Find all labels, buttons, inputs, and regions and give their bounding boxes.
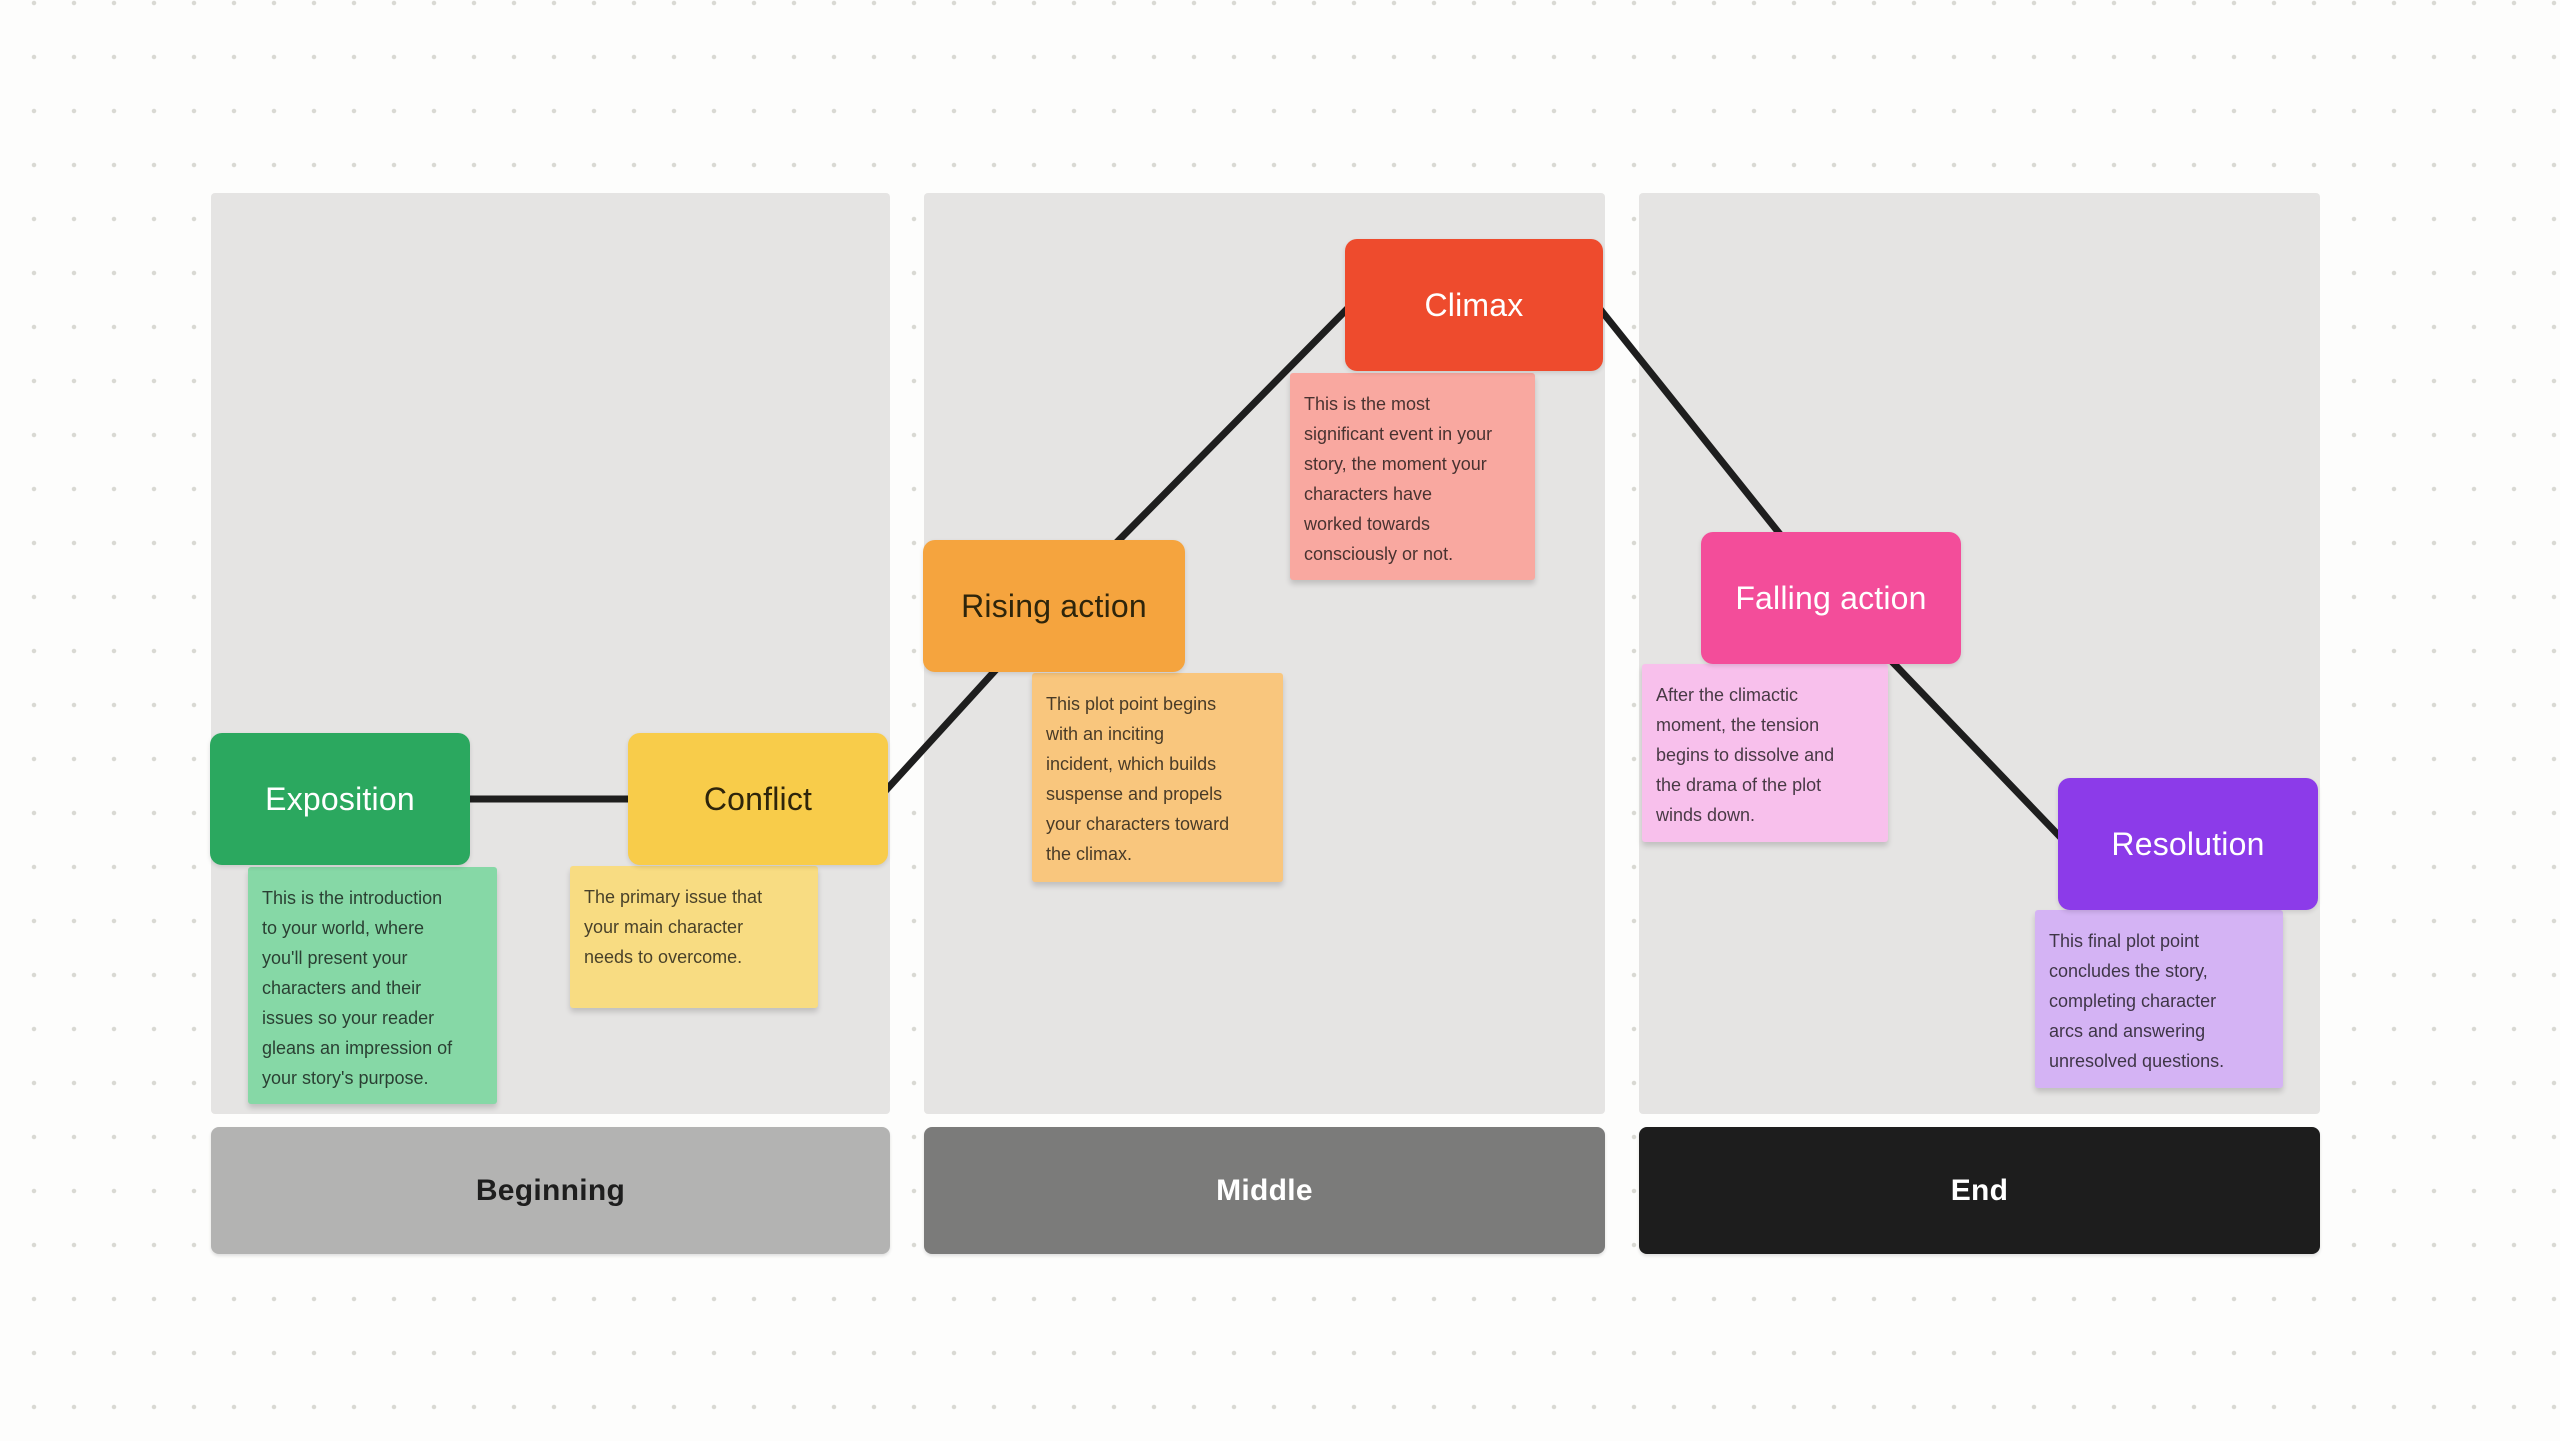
section-bar-end-label: End xyxy=(1950,1173,2009,1207)
note-conflict[interactable]: The primary issue that your main charact… xyxy=(570,866,818,1008)
node-rising-action[interactable]: Rising action xyxy=(923,540,1185,672)
note-climax[interactable]: This is the most significant event in yo… xyxy=(1290,373,1535,580)
note-falling-action[interactable]: After the climactic moment, the tension … xyxy=(1642,664,1888,842)
node-falling-action-label: Falling action xyxy=(1735,579,1927,616)
node-exposition-label: Exposition xyxy=(265,780,415,817)
note-climax-text: This is the most significant event in yo… xyxy=(1304,394,1493,564)
note-exposition-text: This is the introduction to your world, … xyxy=(262,888,453,1088)
node-resolution-label: Resolution xyxy=(2111,825,2265,862)
note-rising-action-text: This plot point begins with an inciting … xyxy=(1046,694,1230,864)
note-conflict-text: The primary issue that your main charact… xyxy=(584,887,763,967)
node-exposition[interactable]: Exposition xyxy=(210,733,470,865)
node-falling-action[interactable]: Falling action xyxy=(1701,532,1961,664)
node-rising-action-label: Rising action xyxy=(961,587,1147,624)
section-bar-beginning-label: Beginning xyxy=(475,1173,626,1207)
node-conflict[interactable]: Conflict xyxy=(628,733,888,865)
section-bar-middle[interactable]: Middle xyxy=(924,1127,1605,1254)
section-bar-middle-label: Middle xyxy=(1216,1173,1313,1207)
note-falling-action-text: After the climactic moment, the tension … xyxy=(1656,685,1835,825)
note-resolution[interactable]: This final plot point concludes the stor… xyxy=(2035,910,2283,1088)
section-bar-beginning[interactable]: Beginning xyxy=(211,1127,890,1254)
node-climax-label: Climax xyxy=(1424,286,1524,323)
node-climax[interactable]: Climax xyxy=(1345,239,1603,371)
section-bar-end[interactable]: End xyxy=(1639,1127,2320,1254)
note-rising-action[interactable]: This plot point begins with an inciting … xyxy=(1032,673,1283,882)
note-resolution-text: This final plot point concludes the stor… xyxy=(2049,931,2225,1071)
node-conflict-label: Conflict xyxy=(703,780,813,817)
note-exposition[interactable]: This is the introduction to your world, … xyxy=(248,867,497,1104)
node-resolution[interactable]: Resolution xyxy=(2058,778,2318,910)
